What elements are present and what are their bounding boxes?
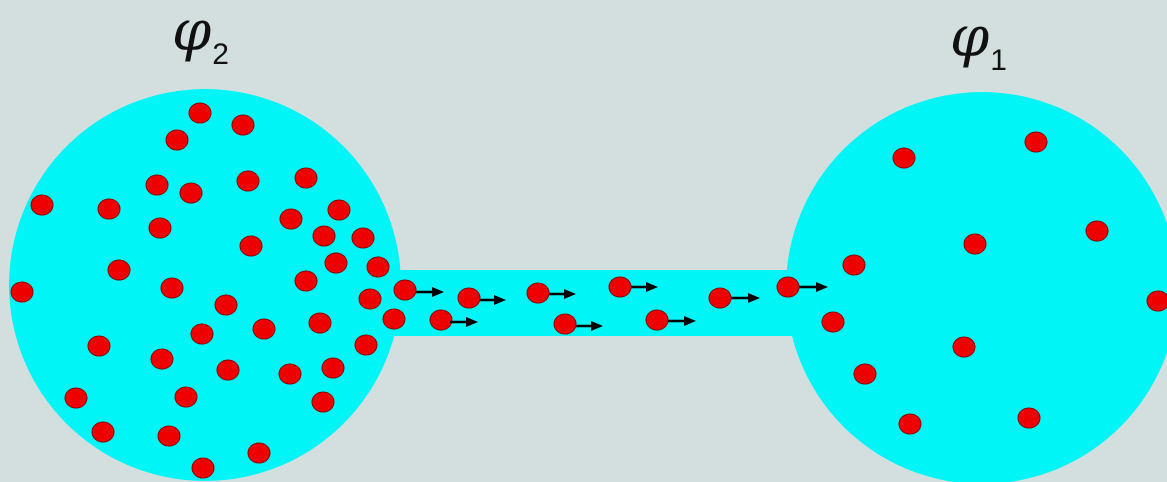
particle-dot-icon [165, 129, 189, 151]
particle-dot-icon [327, 199, 351, 221]
particle-dot-icon [311, 391, 335, 413]
particle-dot-icon [608, 276, 632, 298]
particle-dot-icon [30, 194, 54, 216]
particle-dot-icon [892, 147, 916, 169]
particle-dot-icon [10, 281, 34, 303]
arrow-right-icon [631, 282, 658, 292]
particle-dot-icon [1146, 290, 1167, 312]
particle-dot-icon [279, 208, 303, 230]
particle-dot-icon [429, 309, 453, 331]
particle-dot-icon [351, 227, 375, 249]
particle-dot-icon [294, 270, 318, 292]
particle-dot-icon [252, 318, 276, 340]
particle-dot-icon [354, 334, 378, 356]
particle-dot-icon [231, 114, 255, 136]
particles [10, 102, 1167, 479]
particle-dot-icon [247, 442, 271, 464]
arrow-head [748, 293, 760, 303]
arrow-head [591, 321, 603, 331]
particle-dot-icon [553, 313, 577, 335]
right-potential-label: φ1 [950, 10, 1007, 76]
arrow-head [684, 316, 696, 326]
particle-dot-icon [526, 282, 550, 304]
particle-dot-icon [64, 387, 88, 409]
particle-dot-icon [145, 174, 169, 196]
particle-dot-icon [645, 309, 669, 331]
particle-dot-icon [239, 235, 263, 257]
particle-dot-icon [148, 217, 172, 239]
particle-dot-icon [191, 457, 215, 479]
arrow-right-icon [450, 317, 478, 327]
left-potential-label: φ2 [172, 4, 229, 70]
particle-dot-icon [321, 357, 345, 379]
left-potential-subscript: 2 [212, 38, 229, 71]
particle-dot-icon [1085, 220, 1109, 242]
arrow-right-icon [549, 289, 576, 299]
particle-dot-icon [97, 198, 121, 220]
particle-dot-icon [708, 287, 732, 309]
arrow-right-icon [731, 293, 760, 303]
arrow-right-icon [576, 321, 603, 331]
particle-dot-icon [366, 256, 390, 278]
particle-dot-icon [294, 167, 318, 189]
arrow-right-icon [668, 316, 696, 326]
particle-dot-icon [382, 308, 406, 330]
left-potential-symbol: φ [172, 0, 212, 64]
particle-dot-icon [174, 386, 198, 408]
particle-dot-icon [236, 170, 260, 192]
arrow-head [564, 289, 576, 299]
particle-dot-icon [776, 276, 800, 298]
particle-dot-icon [312, 225, 336, 247]
particle-dot-icon [214, 294, 238, 316]
particle-dot-icon [952, 336, 976, 358]
particle-dot-icon [1024, 131, 1048, 153]
arrow-right-icon [416, 287, 444, 297]
right-potential-symbol: φ [950, 5, 990, 70]
right-potential-subscript: 1 [990, 44, 1007, 77]
particle-dot-icon [1017, 407, 1041, 429]
right-reservoir [786, 92, 1167, 482]
particle-dot-icon [842, 254, 866, 276]
particle-dot-icon [190, 323, 214, 345]
flow-arrows [416, 282, 828, 331]
arrow-head [816, 282, 828, 292]
particle-dot-icon [457, 287, 481, 309]
particle-dot-icon [853, 363, 877, 385]
arrow-right-icon [799, 282, 828, 292]
particle-dot-icon [278, 363, 302, 385]
arrow-right-icon [480, 295, 506, 305]
particle-dot-icon [91, 421, 115, 443]
particle-dot-icon [160, 277, 184, 299]
particle-dot-icon [821, 311, 845, 333]
arrow-head [494, 295, 506, 305]
particle-dot-icon [107, 259, 131, 281]
particle-dot-icon [358, 288, 382, 310]
particle-dot-icon [150, 348, 174, 370]
left-reservoir [9, 89, 401, 481]
particle-dot-icon [87, 335, 111, 357]
arrow-head [432, 287, 444, 297]
arrow-head [466, 317, 478, 327]
particle-dot-icon [324, 252, 348, 274]
particle-dot-icon [393, 279, 417, 301]
particle-dot-icon [308, 312, 332, 334]
arrow-head [646, 282, 658, 292]
particle-dot-icon [179, 182, 203, 204]
particle-dot-icon [157, 425, 181, 447]
particle-dot-icon [898, 413, 922, 435]
particle-dot-icon [188, 102, 212, 124]
particle-dot-icon [216, 359, 240, 381]
particle-dot-icon [963, 233, 987, 255]
